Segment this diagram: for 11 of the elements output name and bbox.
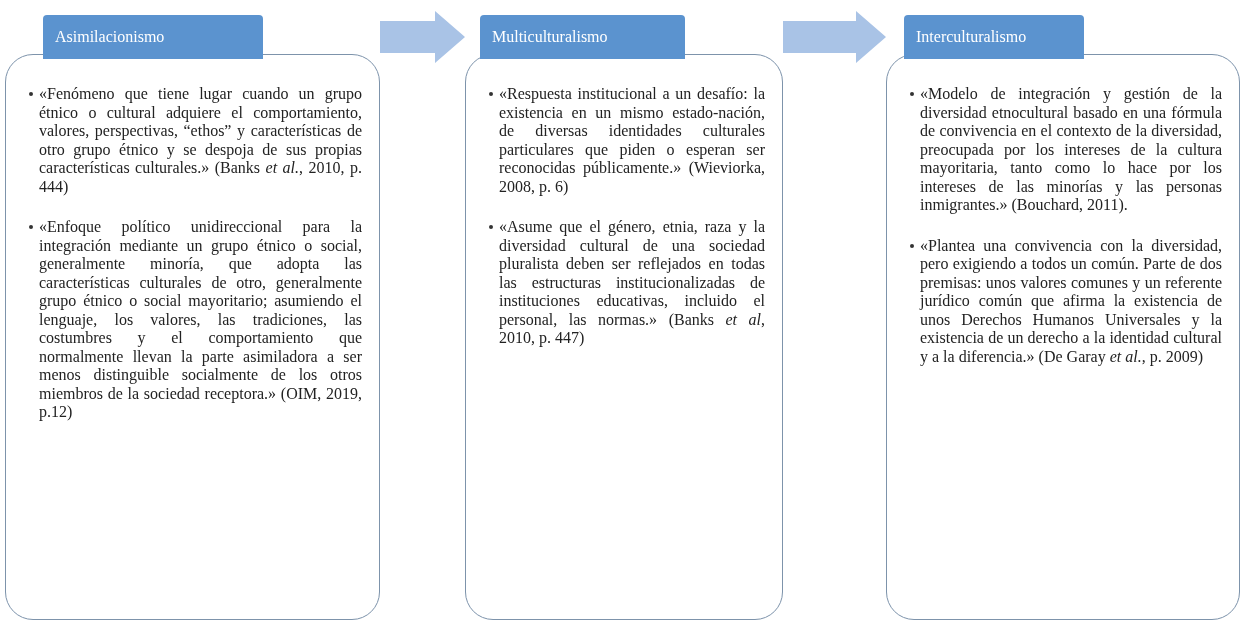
header-tab: Interculturalismo <box>904 15 1084 59</box>
quote-paragraph: «Asume que el género, etnia, raza y la diversidad cultural de una sociedad pluralista deben ser reflejados en todas las estructuras institucionalizadas de instituciones educativas, incluido el personal, las normas.» (Banks et al, 2010, p. 447) <box>499 218 765 348</box>
quote-paragraph: «Fenómeno que tiene lugar cuando un grupo étnico o cultural adquiere el comportamiento, valores, perspectivas, “ethos” y características de otro grupo étnico y se despoja de sus propias características culturales.» (Banks et al., 2010, p. 444) <box>39 85 362 196</box>
quote-paragraph: «Enfoque político unidireccional para la integración mediante un grupo étnico o social, generalmente minoría, que adopta las características culturales de otro, generalmente grupo étnico o social mayoritario; asumiendo el lenguaje, los valores, las tradiciones, las costumbres y el comportamiento que normalmente llevan la parte asimiladora a ser menos distinguible socialmente de los otros miembros de la sociedad receptora.» (OIM, 2019, p.12) <box>39 218 362 422</box>
block-arrow <box>783 11 886 63</box>
quote-paragraph: «Modelo de integración y gestión de la diversidad etnocultural basado en una fórmula de convivencia en el contexto de la diversidad, preocupada por los intereses de la cultura mayoritaria, tanto como lo hace por los intereses de las minorías y las personas inmigrantes.» (Bouchard, 2011). <box>920 85 1222 215</box>
quote-paragraph: «Respuesta institucional a un desafío: la existencia en un mismo estado-nación, de diversas identidades culturales particulares que piden o esperan ser reconocidas públicamente.» (Wieviorka, 2008, p. 6) <box>499 85 765 196</box>
quote-paragraph: «Plantea una convivencia con la diversidad, pero exigiendo a todos un común. Parte de dos premisas: unos valores comunes y un referente jurídico común que afirma la existencia de unos Derechos Humanos Universales y la existencia de un derecho a la identidad cultural y a la diferencia.» (De Garay et al., p. 2009) <box>920 236 1222 366</box>
block-arrow <box>380 11 465 63</box>
header-tab: Asimilacionismo <box>43 15 263 59</box>
header-tab: Multiculturalismo <box>480 15 685 59</box>
